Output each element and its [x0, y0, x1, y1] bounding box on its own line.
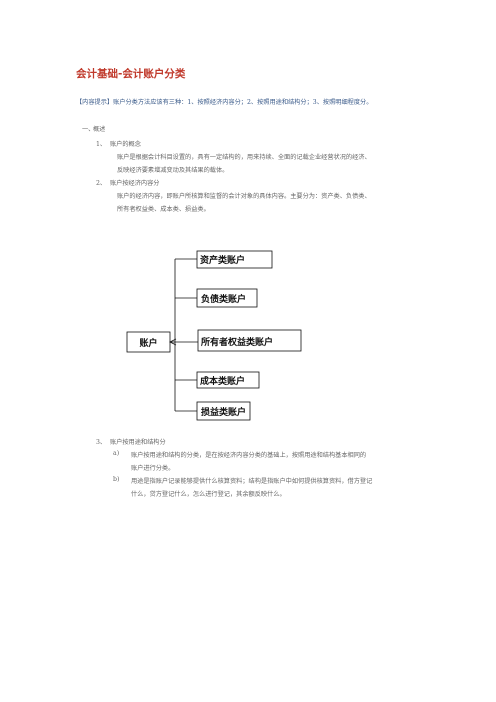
paragraph-line: 账户是根据会计科目设置的，具有一定结构的，用来持续、全面的记载企业经营状况的经济… [117, 154, 371, 161]
diagram-child-label: 损益类账户 [201, 406, 246, 418]
diagram-child-cost: 成本类账户 [196, 371, 260, 389]
diagram-child-label: 成本类账户 [200, 375, 245, 387]
content-tip: 【内容提示】账户分类方法应该有三种：1、按照经济内容分；2、按照用途和结构分；3… [76, 99, 373, 106]
diagram-child-asset: 资产类账户 [196, 250, 273, 269]
paragraph-line: 用途是指账户记录能够提供什么核算资料；结构是指账户中如何提供核算资料，借方登记 [131, 478, 373, 485]
diagram-child-label: 所有者权益类账户 [201, 336, 273, 348]
section-heading: 概述 [93, 126, 106, 133]
item-marker: b) [113, 476, 120, 483]
diagram-child-label: 资产类账户 [200, 254, 245, 266]
diagram-child-liability: 负债类账户 [196, 288, 258, 308]
document-title: 会计基础-会计账户分类 [76, 68, 186, 80]
item-marker: a) [113, 450, 120, 457]
diagram-child-equity: 所有者权益类账户 [197, 329, 302, 352]
section-num: 2、 [96, 180, 107, 187]
section-heading: 账户的概念 [110, 141, 141, 148]
paragraph-line: 什么，贷方登记什么，怎么进行登记，其余额反映什么。 [131, 491, 286, 498]
paragraph-line: 反映经济要素增减变动及其结果的载体。 [117, 167, 229, 174]
section-num: 3、 [96, 439, 107, 446]
paragraph-line: 所有者权益类、成本类、损益类。 [117, 206, 210, 213]
section-heading: 账户按用途和结构分 [110, 439, 166, 446]
section-num: 1、 [96, 141, 107, 148]
diagram-root: 账户 [126, 331, 171, 353]
diagram-child-profit-loss: 损益类账户 [196, 401, 251, 421]
section-heading: 账户按经济内容分 [110, 180, 160, 187]
paragraph-line: 账户进行分类。 [131, 465, 175, 472]
paragraph-line: 账户的经济内容，即账户所核算和监督的会计对象的具体内容。主要分为：资产类、负债类… [117, 193, 371, 200]
diagram-connectors [169, 258, 198, 412]
diagram-child-label: 负债类账户 [201, 293, 246, 305]
diagram-root-label: 账户 [139, 337, 157, 349]
section-num: 一、 [82, 126, 95, 133]
paragraph-line: 账户按用途和结构的分类，是在按经济内容分类的基础上，按照用途和结构基本相同的 [131, 452, 367, 459]
